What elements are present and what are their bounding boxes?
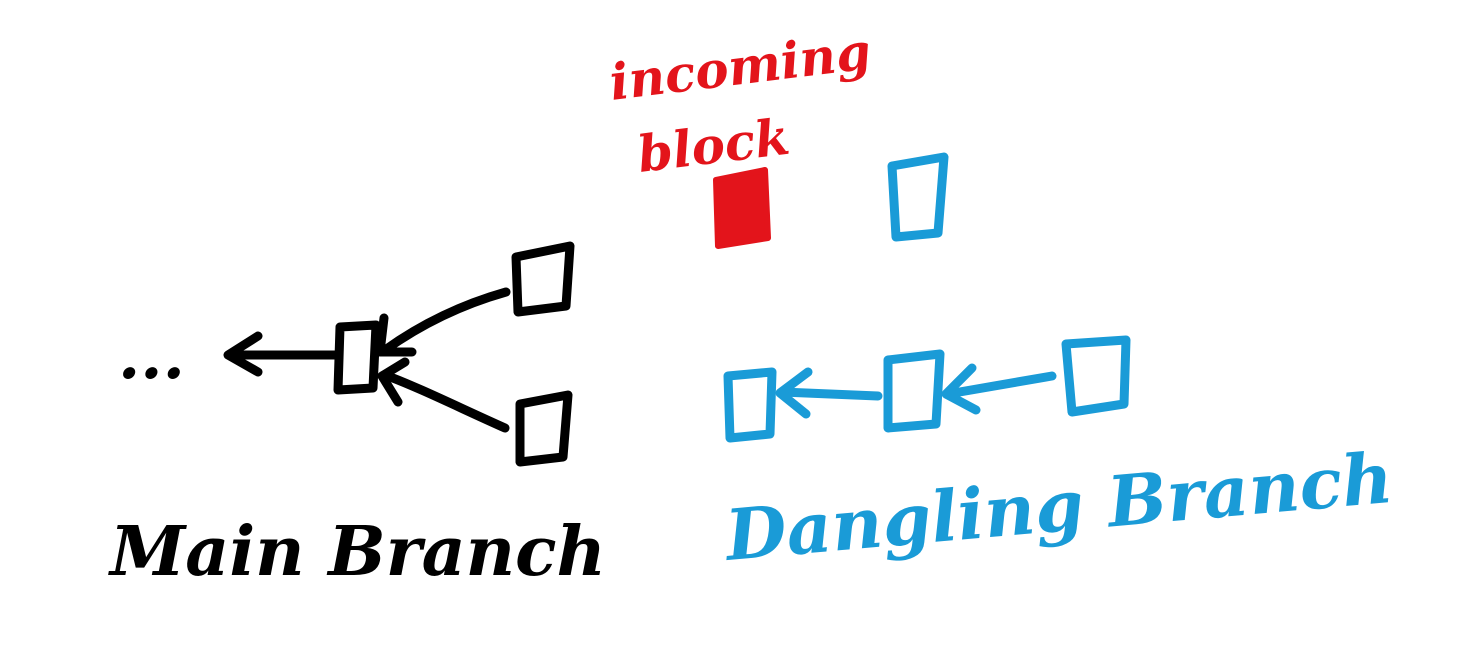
main-arrow-lower-head xyxy=(377,357,410,407)
main-branch-group: ... Main Branch xyxy=(108,241,606,592)
dangling-arrow-right-middle xyxy=(943,371,1057,399)
dangling-top-block xyxy=(887,152,949,242)
main-branch-ellipsis: ... xyxy=(118,319,185,394)
dangling-arrow-middle-left-head xyxy=(775,367,813,419)
main-hub-block xyxy=(333,320,381,395)
incoming-label-line2: block xyxy=(634,107,792,184)
dangling-middle-block xyxy=(883,349,945,433)
incoming-label-line1: incoming xyxy=(606,21,874,112)
main-arrow-lower xyxy=(380,370,510,433)
main-arrow-upper xyxy=(380,287,511,355)
main-arrow-upper-head xyxy=(375,313,417,357)
dangling-left-block xyxy=(723,367,777,443)
main-lower-block xyxy=(515,390,573,467)
incoming-block xyxy=(713,167,771,249)
dangling-branch-label: Dangling Branch xyxy=(720,436,1396,577)
main-upper-block xyxy=(511,241,575,317)
dangling-arrow-right-middle-head xyxy=(941,363,981,415)
main-arrow-to-ellipsis-head xyxy=(223,331,263,377)
incoming-block-group: incoming block xyxy=(606,21,874,249)
main-branch-label: Main Branch xyxy=(108,512,606,592)
dangling-right-block xyxy=(1061,335,1131,417)
dangling-branch-group: Dangling Branch xyxy=(720,152,1396,577)
dangling-arrow-middle-left xyxy=(777,387,883,401)
